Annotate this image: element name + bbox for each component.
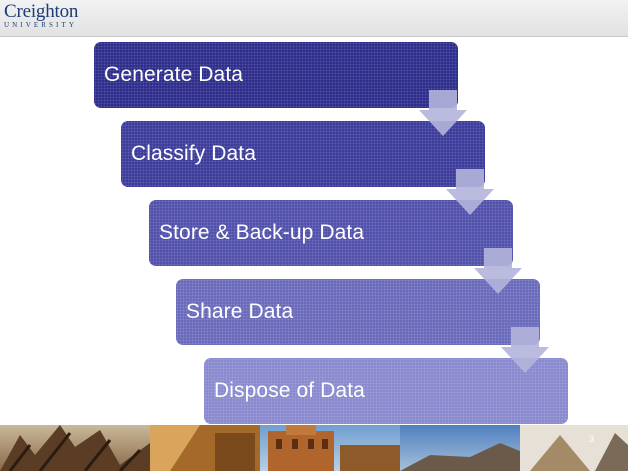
down-arrow-icon — [419, 90, 467, 136]
logo-subtitle: UNIVERSITY — [4, 21, 77, 29]
process-step-label: Share Data — [186, 300, 294, 323]
down-arrow-icon — [501, 327, 549, 373]
process-step-generate: Generate Data — [94, 42, 458, 108]
process-step-classify: Classify Data — [121, 121, 485, 187]
logo-name: Creighton — [4, 1, 79, 22]
process-step-label: Dispose of Data — [214, 379, 365, 402]
campus-buildings-photo — [0, 425, 628, 471]
process-step-label: Generate Data — [104, 63, 244, 86]
down-arrow-icon — [446, 169, 494, 215]
process-step-label: Classify Data — [131, 142, 257, 165]
process-step-share: Share Data — [176, 279, 540, 345]
down-arrow-icon — [474, 248, 522, 294]
slide-header: Creighton UNIVERSITY — [0, 0, 628, 37]
process-step-dispose: Dispose of Data — [204, 358, 568, 424]
university-logo: Creighton UNIVERSITY — [4, 1, 79, 30]
page-number: 3 — [588, 434, 594, 444]
process-step-label: Store & Back-up Data — [159, 221, 365, 244]
process-step-store-backup: Store & Back-up Data — [149, 200, 513, 266]
